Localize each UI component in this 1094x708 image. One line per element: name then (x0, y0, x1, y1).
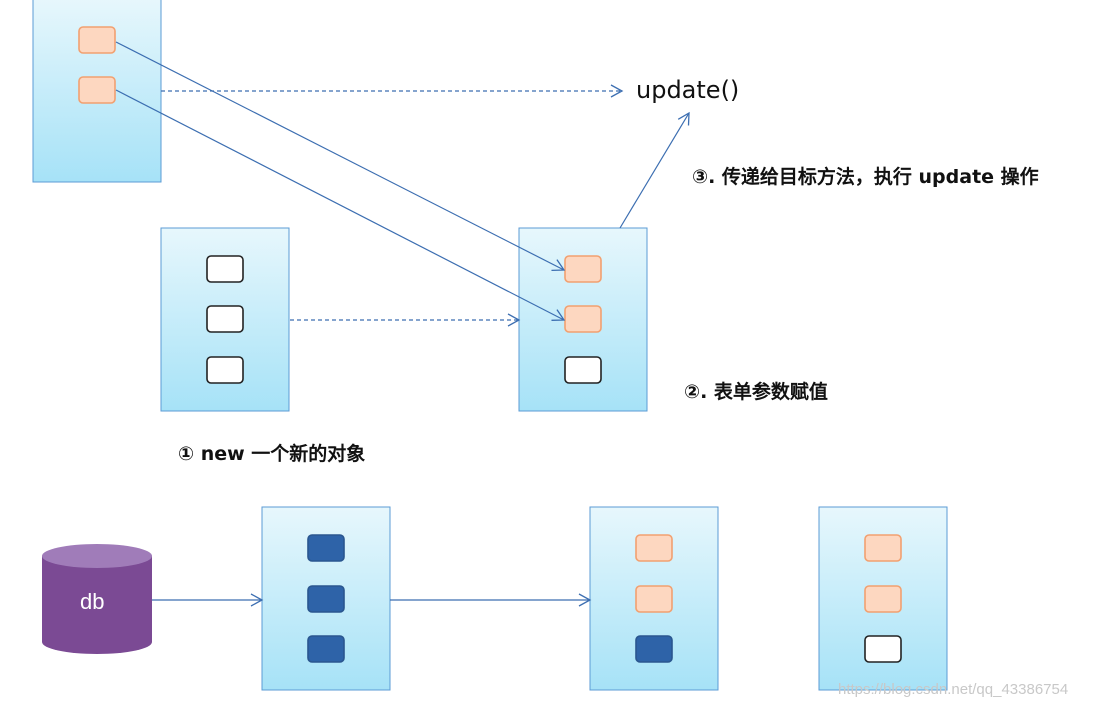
field-blue (307, 534, 345, 562)
step3-label: ③. 传递给目标方法，执行 update 操作 (692, 166, 1039, 188)
field-orange (78, 76, 116, 104)
step1-label: ① new 一个新的对象 (178, 443, 366, 465)
field-orange (864, 534, 902, 562)
field-empty (206, 356, 244, 384)
field-orange (564, 305, 602, 333)
field-orange (864, 585, 902, 613)
database-cylinder-icon (42, 544, 152, 654)
field-orange (78, 26, 116, 54)
field-blue (635, 635, 673, 663)
object-form-applied (589, 506, 719, 691)
step2-label: ②. 表单参数赋值 (684, 381, 828, 403)
field-empty (564, 356, 602, 384)
field-orange (635, 585, 673, 613)
field-empty (206, 255, 244, 283)
field-blue (307, 635, 345, 663)
object-new-empty (160, 227, 290, 412)
object-result (818, 506, 948, 691)
object-top-left (32, 0, 162, 183)
field-orange (564, 255, 602, 283)
copy-arrow-field2 (115, 89, 566, 321)
pass-to-method-arrow (619, 111, 690, 229)
copy-arrow-field1 (115, 41, 566, 272)
db-top (42, 544, 152, 568)
db-label: db (80, 589, 105, 614)
field-orange (635, 534, 673, 562)
update-method-label: update() (636, 76, 740, 104)
object-loaded-from-db (261, 506, 391, 691)
field-empty (206, 305, 244, 333)
object-form-filled (518, 227, 648, 412)
field-blue (307, 585, 345, 613)
watermark: https://blog.csdn.net/qq_43386754 (838, 681, 1069, 698)
field-empty (864, 635, 902, 663)
db-body (42, 556, 152, 654)
